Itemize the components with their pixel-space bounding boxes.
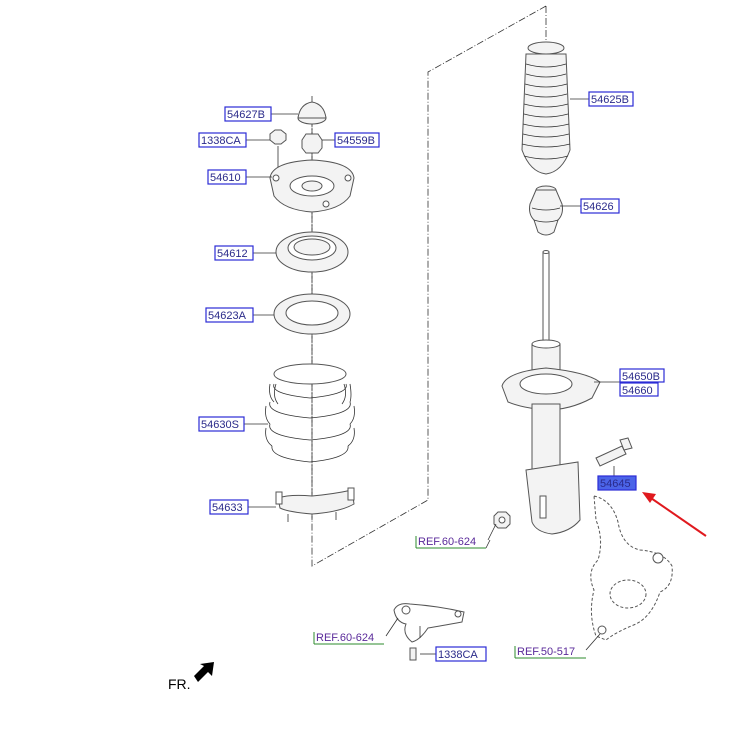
spring-pad-part-54623a	[273, 293, 351, 335]
part-label-54626[interactable]: 54626	[580, 198, 620, 214]
part-label-54633[interactable]: 54633	[209, 499, 249, 515]
part-label-54630s[interactable]: 54630S	[198, 416, 245, 432]
leader-lines	[244, 98, 620, 655]
part-label-54610[interactable]: 54610	[207, 169, 247, 185]
part-label-54623a-text: 54623A	[208, 310, 247, 322]
highlight-arrow-icon	[642, 492, 707, 537]
bolt-part-54645	[595, 437, 633, 467]
bearing-part-54612	[275, 231, 349, 273]
part-label-54559b[interactable]: 54559B	[334, 132, 380, 148]
part-label-54610-text: 54610	[210, 172, 241, 184]
part-label-54650b-text: 54650B	[622, 371, 660, 383]
cap-part-54627b	[297, 101, 327, 125]
nut-part-54559b	[301, 133, 323, 154]
part-label-54645-text: 54645	[600, 478, 631, 490]
front-orientation-marker: FR.	[168, 662, 214, 692]
part-label-1338ca-bottom-text: 1338CA	[438, 649, 478, 661]
ref-label-50-517[interactable]: REF.50-517	[514, 646, 586, 659]
part-label-54612[interactable]: 54612	[214, 245, 254, 261]
part-label-1338ca-bottom[interactable]: 1338CA	[435, 646, 487, 662]
front-orientation-label: FR.	[168, 676, 191, 692]
ref-label-60-624-b-text: REF.60-624	[316, 632, 374, 644]
ref-label-60-624-a[interactable]: REF.60-624	[415, 536, 491, 549]
part-label-54660-text: 54660	[622, 385, 653, 397]
part-label-54627b[interactable]: 54627B	[224, 106, 272, 122]
strut-mount-part-54610	[269, 159, 355, 213]
lower-arm-bracket-part	[393, 603, 465, 643]
part-label-1338ca-top-text: 1338CA	[201, 135, 241, 147]
part-label-54645-highlighted[interactable]: 54645	[597, 475, 637, 491]
part-label-54612-text: 54612	[217, 248, 248, 260]
part-label-54627b-text: 54627B	[227, 109, 265, 121]
part-label-54625b[interactable]: 54625B	[588, 91, 634, 107]
lower-spring-pad-part-54633	[275, 487, 355, 522]
bolt-part-1338ca-bottom	[409, 647, 417, 661]
part-label-54633-text: 54633	[212, 502, 243, 514]
ref-label-50-517-text: REF.50-517	[517, 646, 575, 658]
assembly-frame-dashed	[311, 5, 547, 567]
nut-part-1338ca-top	[269, 129, 287, 168]
part-label-54623a[interactable]: 54623A	[205, 307, 254, 323]
part-label-54660[interactable]: 54660	[619, 382, 659, 397]
part-label-54630s-text: 54630S	[201, 419, 239, 431]
strut-body-part-54650b	[501, 250, 601, 535]
front-direction-arrow-icon	[194, 662, 214, 682]
part-label-54650b[interactable]: 54650B	[619, 368, 665, 383]
part-label-54625b-text: 54625B	[591, 94, 629, 106]
steering-knuckle-part	[590, 495, 673, 641]
washer-nut-part	[493, 511, 511, 529]
part-label-54626-text: 54626	[583, 201, 614, 213]
ref-label-60-624-a-text: REF.60-624	[418, 536, 476, 548]
bump-stop-part-54626	[529, 185, 563, 236]
part-label-1338ca-top[interactable]: 1338CA	[198, 132, 247, 148]
part-label-54559b-text: 54559B	[337, 135, 375, 147]
ref-label-60-624-b[interactable]: REF.60-624	[313, 632, 384, 645]
coil-spring-part-54630s	[265, 363, 355, 463]
dust-boot-part-54625b	[521, 41, 571, 175]
